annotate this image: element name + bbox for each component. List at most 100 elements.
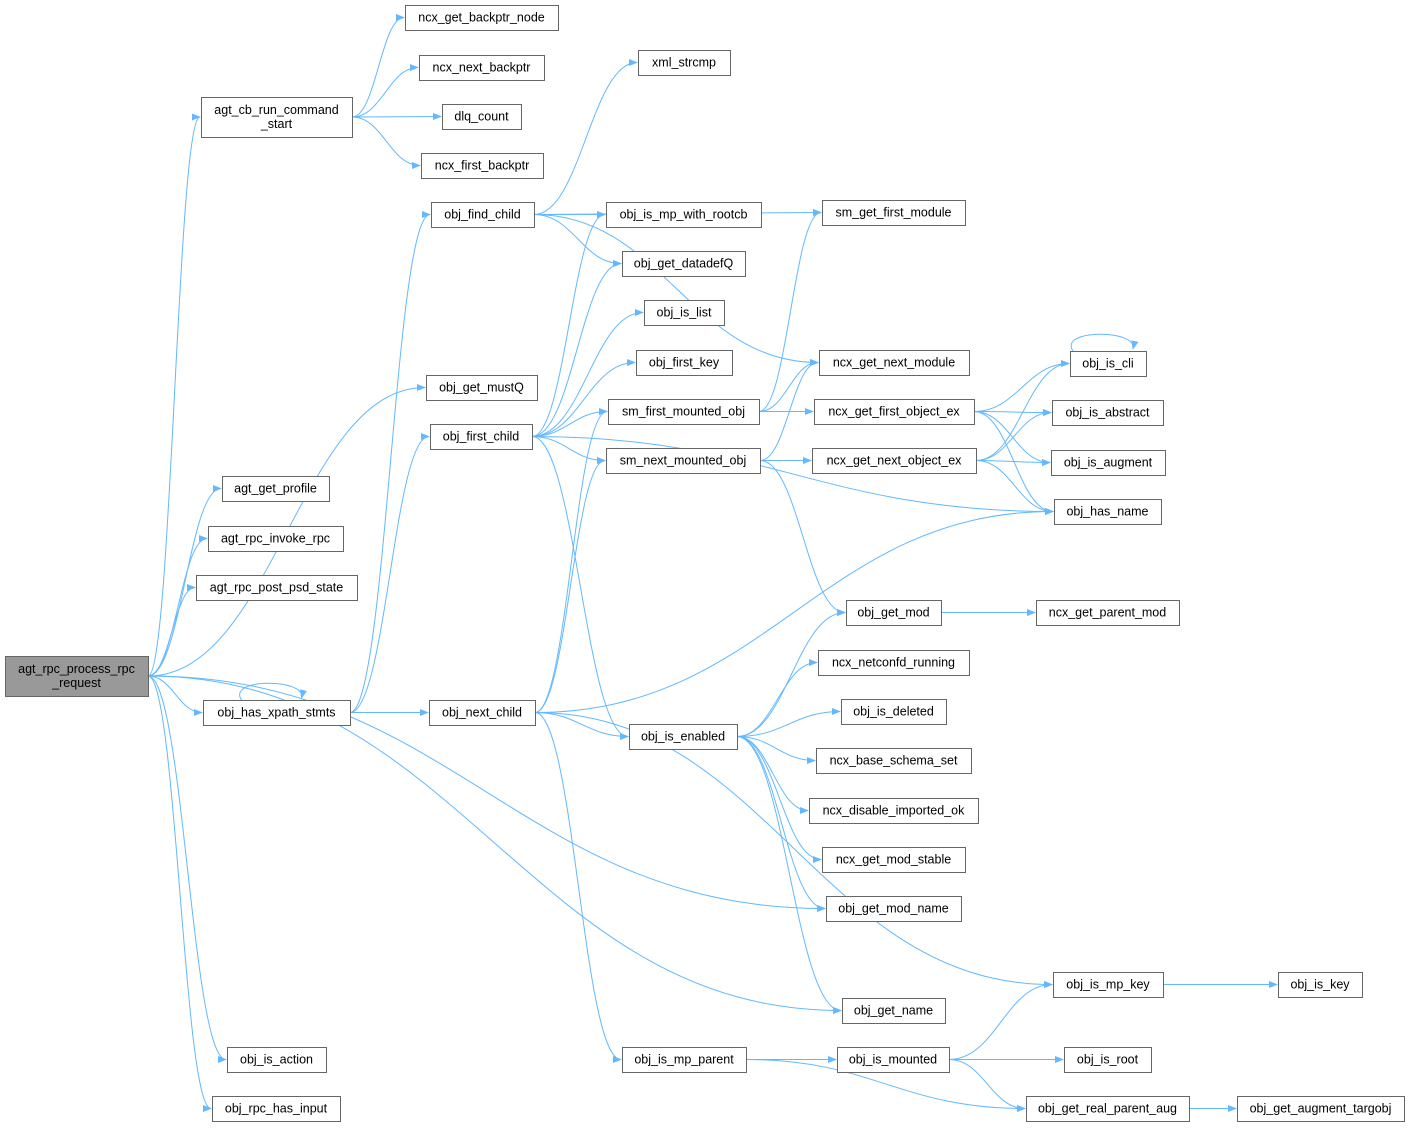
edge-root-to-agt-rpc-post-psd-state [147, 583, 196, 677]
node-obj-is-action[interactable]: obj_is_action [227, 1047, 327, 1073]
node-obj-has-name[interactable]: obj_has_name [1054, 499, 1162, 525]
node-obj-get-real-parent-aug[interactable]: obj_get_real_parent_aug [1026, 1096, 1190, 1122]
node-obj-is-cli[interactable]: obj_is_cli [1070, 351, 1147, 377]
node-obj-is-mounted[interactable]: obj_is_mounted [837, 1047, 950, 1073]
node-obj-get-mustQ[interactable]: obj_get_mustQ [426, 375, 538, 401]
node-obj-is-mp-parent[interactable]: obj_is_mp_parent [622, 1047, 747, 1073]
edge-ncx-get-first-object-ex-to-obj-is-cli [973, 359, 1070, 412]
node-agt-rpc-invoke-rpc[interactable]: agt_rpc_invoke_rpc [208, 526, 344, 552]
node-obj-is-list[interactable]: obj_is_list [644, 300, 725, 326]
node-ncx-get-first-object-ex[interactable]: ncx_get_first_object_ex [814, 399, 975, 425]
node-obj-is-augment[interactable]: obj_is_augment [1051, 450, 1166, 476]
node-ncx-get-next-module[interactable]: ncx_get_next_module [819, 350, 970, 376]
edge-root-to-agt-cb [147, 113, 201, 677]
node-ncx-get-parent-mod[interactable]: ncx_get_parent_mod [1036, 600, 1180, 626]
edge-ncx-get-next-object-ex-to-obj-is-cli [975, 359, 1070, 461]
node-obj-get-name[interactable]: obj_get_name [842, 998, 946, 1024]
node-box [644, 300, 725, 326]
node-agt-get-profile[interactable]: agt_get_profile [222, 476, 330, 502]
node-label: obj_get_real_parent_aug [1038, 1102, 1177, 1116]
node-obj-is-mp-with-rootcb[interactable]: obj_is_mp_with_rootcb [606, 202, 762, 228]
node-obj-is-abstract[interactable]: obj_is_abstract [1052, 400, 1164, 426]
edge-obj-find-child-to-xml-strcmp [533, 58, 638, 215]
node-obj-has-xpath-stmts[interactable]: obj_has_xpath_stmts [203, 700, 351, 726]
node-obj-first-key[interactable]: obj_first_key [636, 350, 733, 376]
edge-ncx-get-next-object-ex-to-obj-has-name [975, 460, 1054, 516]
edge-sm-next-mounted-obj-to-ncx-get-next-module [759, 358, 819, 461]
node-dlq-count[interactable]: dlq_count [442, 104, 522, 130]
node-agt-rpc-post-psd-state[interactable]: agt_rpc_post_psd_state [196, 575, 358, 601]
node-label: ncx_get_parent_mod [1049, 606, 1166, 620]
node-box [1051, 450, 1166, 476]
node-obj-get-mod-name[interactable]: obj_get_mod_name [826, 896, 962, 922]
edges-layer [147, 13, 1278, 1113]
node-ncx-next-backptr[interactable]: ncx_next_backptr [419, 55, 545, 81]
edge-obj-is-mounted-to-obj-is-mp-key [948, 980, 1053, 1060]
node-obj-is-key[interactable]: obj_is_key [1278, 972, 1363, 998]
node-label: sm_first_mounted_obj [622, 405, 745, 419]
edge-obj-first-child-to-obj-is-mp-with-rootcb [531, 210, 606, 437]
edge-obj-first-child-to-sm-next-mounted-obj [531, 436, 606, 465]
node-obj-next-child[interactable]: obj_next_child [429, 700, 536, 726]
edge-root-to-agt-rpc-invoke-rpc [147, 534, 208, 677]
node-label: ncx_first_backptr [435, 159, 529, 173]
node-obj-get-augment-targobj[interactable]: obj_get_augment_targobj [1237, 1096, 1405, 1122]
node-box [196, 575, 358, 601]
node-label: obj_is_mp_parent [634, 1053, 734, 1067]
edge-agt-cb-to-ncx-next-backptr [351, 63, 419, 118]
node-ncx-first-backptr[interactable]: ncx_first_backptr [421, 153, 544, 179]
node-obj-find-child[interactable]: obj_find_child [431, 202, 535, 228]
node-agt-cb[interactable]: agt_cb_run_command_start [201, 97, 353, 138]
node-ncx-disable-imported-ok[interactable]: ncx_disable_imported_ok [809, 798, 979, 824]
edge-root-to-obj-get-name [147, 675, 842, 1015]
node-ncx-netconfd-running[interactable]: ncx_netconfd_running [818, 650, 970, 676]
node-sm-first-mounted-obj[interactable]: sm_first_mounted_obj [608, 399, 760, 425]
node-obj-first-child[interactable]: obj_first_child [430, 424, 533, 450]
edge-obj-has-xpath-stmts-to-obj-find-child [349, 211, 431, 713]
node-label: obj_is_cli [1082, 357, 1133, 371]
nodes-layer: agt_rpc_process_rpc_request agt_cb_run_co… [5, 5, 1405, 1122]
node-obj-get-mod[interactable]: obj_get_mod [846, 600, 942, 626]
node-label: obj_first_key [649, 356, 720, 370]
node-root[interactable]: agt_rpc_process_rpc_request [5, 656, 149, 697]
node-box [837, 1047, 950, 1073]
node-obj-is-root[interactable]: obj_is_root [1064, 1047, 1152, 1073]
node-xml-strcmp[interactable]: xml_strcmp [638, 50, 731, 76]
node-ncx-get-next-object-ex[interactable]: ncx_get_next_object_ex [812, 448, 977, 474]
node-label: obj_get_mod_name [838, 902, 949, 916]
node-box [1054, 499, 1162, 525]
node-box [212, 1096, 341, 1122]
node-box [1036, 600, 1180, 626]
edge-obj-next-child-to-obj-is-mp-parent [534, 712, 622, 1064]
node-ncx-get-backptr-node[interactable]: ncx_get_backptr_node [405, 5, 559, 31]
node-label: dlq_count [454, 110, 509, 124]
node-label: obj_first_child [443, 430, 519, 444]
node-label: obj_is_mp_with_rootcb [620, 208, 748, 222]
edge-agt-cb-to-ncx-first-backptr [351, 116, 421, 170]
node-label: obj_get_mod [857, 606, 929, 620]
node-obj-rpc-has-input[interactable]: obj_rpc_has_input [212, 1096, 341, 1122]
node-obj-is-mp-key[interactable]: obj_is_mp_key [1053, 972, 1164, 998]
node-box [405, 5, 559, 31]
node-box [606, 202, 762, 228]
node-label: obj_get_mustQ [439, 381, 524, 395]
node-obj-is-deleted[interactable]: obj_is_deleted [841, 699, 947, 725]
node-box [841, 699, 947, 725]
node-label: agt_rpc_post_psd_state [210, 581, 343, 595]
node-box [1053, 972, 1164, 998]
node-box [1237, 1096, 1405, 1122]
node-ncx-base-schema-set[interactable]: ncx_base_schema_set [816, 748, 972, 774]
node-label: ncx_get_first_object_ex [828, 405, 960, 419]
edge-sm-next-mounted-obj-to-obj-get-mod [759, 460, 846, 617]
node-label: ncx_netconfd_running [832, 656, 955, 670]
node-box [419, 55, 545, 81]
node-obj-get-datadefQ[interactable]: obj_get_datadefQ [622, 251, 746, 277]
node-ncx-get-mod-stable[interactable]: ncx_get_mod_stable [822, 847, 966, 873]
node-label: ncx_next_backptr [433, 61, 531, 75]
node-sm-next-mounted-obj[interactable]: sm_next_mounted_obj [606, 448, 761, 474]
node-label: ncx_base_schema_set [830, 754, 958, 768]
node-sm-get-first-module[interactable]: sm_get_first_module [822, 200, 966, 226]
node-label: obj_is_mounted [849, 1053, 937, 1067]
node-obj-is-enabled[interactable]: obj_is_enabled [629, 724, 738, 750]
